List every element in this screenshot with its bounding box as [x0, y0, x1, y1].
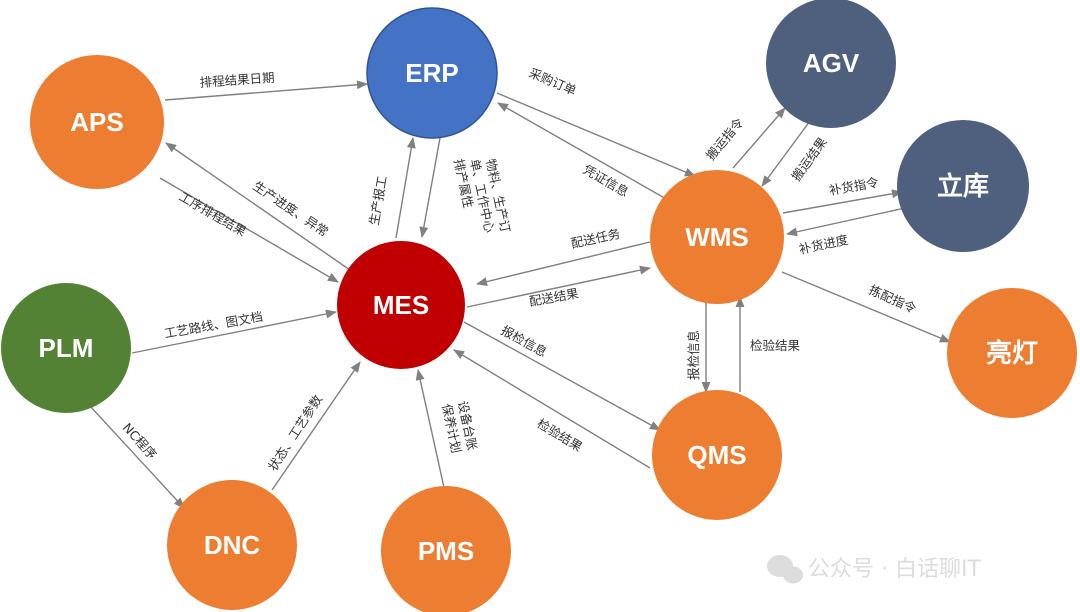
node-wms-label: WMS [685, 222, 749, 252]
edge-agv-wms [761, 120, 811, 187]
edge-pms-mes [415, 368, 446, 493]
edge-labels: 排程结果日期 采购订单 凭证信息 搬运指令 搬运结果 补货指令 补货进度 生产进… [120, 65, 919, 474]
edge-mes-qms [463, 321, 661, 431]
node-wms: WMS [650, 170, 784, 304]
edge-wms-mes [475, 241, 651, 286]
label-wms-mes: 配送任务 [570, 226, 622, 251]
node-erp: ERP [366, 7, 498, 139]
label-wms-agv: 搬运指令 [703, 115, 747, 163]
node-liangdeng: 亮灯 [947, 288, 1077, 418]
node-liku: 立库 [897, 120, 1029, 252]
label-wms-liku: 补货指令 [828, 174, 880, 198]
node-plm: PLM [1, 283, 131, 413]
edge-dnc-mes [271, 361, 361, 491]
node-mes: MES [337, 241, 465, 369]
label-qms-mes: 检验结果 [534, 416, 585, 455]
node-liangdeng-label: 亮灯 [986, 338, 1038, 368]
edge-wms-liangdeng [781, 271, 952, 343]
node-qms-label: QMS [687, 440, 746, 470]
label-wms-erp: 凭证信息 [581, 162, 632, 200]
node-plm-label: PLM [39, 333, 94, 363]
node-agv-label: AGV [803, 48, 860, 78]
edge-erp-wms [496, 92, 697, 177]
label-aps-erp: 排程结果日期 [199, 70, 275, 90]
node-qms: QMS [652, 390, 782, 520]
label-mes-qms: 报检信息 [499, 323, 550, 360]
edge-plm-mes [131, 309, 338, 354]
node-mes-label: MES [373, 290, 429, 320]
node-erp-label: ERP [405, 58, 458, 88]
wechat-icon [767, 555, 803, 584]
watermark-text: 公众号 · 白话聊IT [808, 557, 981, 582]
edge-liku-wms [785, 207, 906, 237]
label-erp-wms: 采购订单 [527, 65, 579, 98]
node-aps: APS [30, 55, 164, 189]
edge-mes-erp [395, 136, 416, 239]
edge-mes-aps [165, 142, 351, 271]
label-mes-wms: 配送结果 [528, 285, 580, 309]
label-mes-erp: 生产报工 [366, 175, 389, 227]
edge-qms-mes [453, 349, 651, 469]
label-liku-wms: 补货进度 [798, 232, 851, 257]
label-aps-mes: 工序排程结果 [177, 189, 250, 240]
edge-aps-erp [164, 80, 369, 101]
edge-wms-erp [497, 102, 669, 201]
node-dnc-label: DNC [204, 530, 261, 560]
edge-plm-dnc [89, 405, 185, 509]
edge-wms-agv [732, 107, 786, 169]
node-aps-label: APS [70, 107, 123, 137]
watermark: 公众号 · 白话聊IT [767, 555, 981, 584]
node-agv: AGV [766, 0, 896, 128]
label-plm-dnc: NC程序 [120, 420, 160, 462]
label-dnc-mes: 状态、工艺参数 [265, 392, 326, 474]
node-pms: PMS [381, 486, 511, 612]
node-pms-label: PMS [418, 536, 474, 566]
node-dnc: DNC [167, 480, 297, 610]
node-liku-label: 立库 [937, 171, 989, 201]
edge-aps-mes [159, 177, 339, 283]
edge-mes-wms [466, 265, 652, 308]
label-qms-wms: 检验结果 [750, 338, 801, 353]
edge-erp-mes [419, 137, 441, 239]
label-wms-qms: 报检信息 [686, 330, 701, 380]
edge-wms-liku [782, 189, 904, 214]
edges [89, 80, 952, 509]
